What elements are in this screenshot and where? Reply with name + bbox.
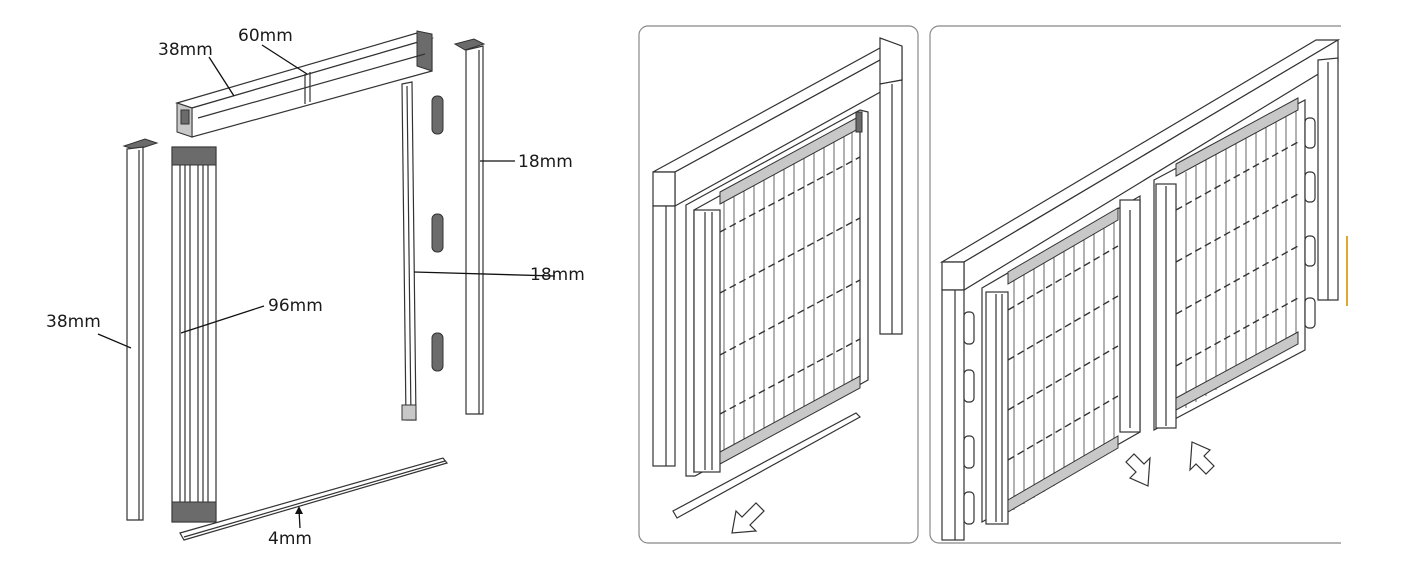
- clips: [431, 95, 444, 372]
- pleats-right: [1185, 106, 1297, 408]
- top-rail: [174, 30, 435, 138]
- outline-arrow-right-icon: [1125, 453, 1151, 487]
- bottom-track: [179, 457, 449, 541]
- left-post: [122, 138, 159, 521]
- pleats-left: [1013, 220, 1115, 510]
- guide-track: [401, 81, 417, 421]
- right-post: [453, 38, 486, 415]
- exploded-view: 38mm 60mm 18mm 18mm 38mm 96mm 4mm: [46, 26, 585, 549]
- outline-arrow-down-left-icon: [731, 502, 765, 534]
- outline-arrow-left-icon: [1189, 441, 1215, 475]
- mesh-frame: [171, 146, 217, 523]
- label-mesh-frame-width: 96mm: [268, 296, 323, 316]
- label-guide-track-width: 18mm: [530, 265, 585, 285]
- label-right-post-width: 18mm: [518, 152, 573, 172]
- panel-double-screen: [929, 24, 1403, 546]
- label-bottom-track-height: 4mm: [268, 529, 312, 549]
- dimension-labels: 38mm 60mm 18mm 18mm 38mm 96mm 4mm: [46, 26, 585, 549]
- label-top-rail-depth: 38mm: [158, 40, 213, 60]
- label-top-rail-height: 60mm: [238, 26, 293, 46]
- label-left-post-width: 38mm: [46, 312, 101, 332]
- clips-double: [963, 117, 1316, 525]
- panel-single-screen: [638, 25, 919, 544]
